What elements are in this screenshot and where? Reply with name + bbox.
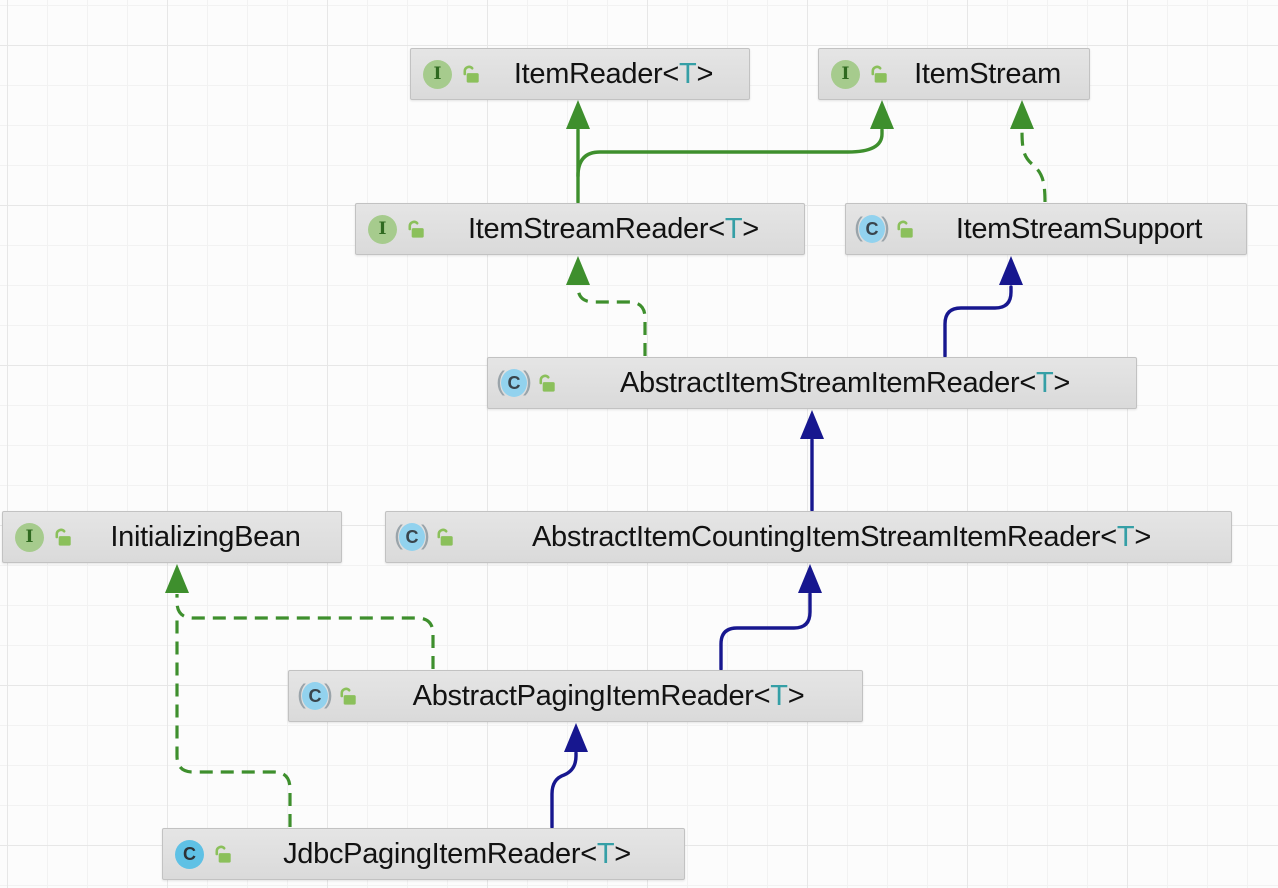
public-lock-icon (460, 64, 481, 85)
implements-edge-abstract-item-stream-item-reader-to-item-stream-reader (566, 256, 647, 356)
abstract-class-icon: (C) (394, 519, 430, 551)
class-name-label: ItemStreamReader<T> (468, 212, 759, 245)
interface-icon: I (831, 59, 860, 89)
class-name-label: ItemStream (914, 57, 1061, 90)
abstract-class-icon: (C) (496, 365, 532, 397)
class-name-label: AbstractPagingItemReader<T> (412, 679, 805, 712)
public-lock-icon (868, 64, 889, 85)
class-node-initializing-bean[interactable]: I InitializingBean (2, 511, 342, 563)
extends-edge-abstract-paging-item-reader-to-abstract-item-counting-item-stream-item-reader (719, 564, 822, 671)
class-name-label: InitializingBean (110, 520, 301, 553)
extends-edge-item-stream-reader-to-item-stream (576, 100, 894, 178)
public-lock-icon (434, 527, 455, 548)
arrowhead (800, 410, 824, 439)
arrowhead (566, 100, 590, 129)
interface-icon: I (423, 59, 452, 89)
public-lock-icon (212, 844, 233, 865)
arrowhead (999, 256, 1023, 285)
implements-edge-jdbc-paging-item-reader-to-initializing-bean (175, 614, 292, 827)
arrowhead (798, 564, 822, 593)
abstract-class-icon: (C) (854, 211, 890, 243)
interface-icon: I (368, 214, 397, 244)
class-node-jdbc-paging-item-reader[interactable]: C JdbcPagingItemReader<T> (162, 828, 685, 880)
arrowhead (870, 100, 894, 129)
class-name-label: JdbcPagingItemReader<T> (283, 837, 631, 870)
class-icon: C (175, 839, 204, 869)
extends-edge-abstract-item-counting-item-stream-item-reader-to-abstract-item-stream-item-reader (800, 410, 824, 512)
class-node-item-stream-reader[interactable]: I ItemStreamReader<T> (355, 203, 805, 255)
class-node-abstract-paging-item-reader[interactable]: (C) AbstractPagingItemReader<T> (288, 670, 863, 722)
class-name-label: ItemReader<T> (513, 57, 714, 90)
public-lock-icon (52, 527, 73, 548)
extends-edge-abstract-item-stream-item-reader-to-item-stream-support (943, 256, 1023, 358)
public-lock-icon (405, 219, 426, 240)
interface-icon: I (15, 522, 44, 552)
class-node-item-stream[interactable]: I ItemStream (818, 48, 1090, 100)
class-node-abstract-item-counting-item-stream-item-reader[interactable]: (C) AbstractItemCountingItemStreamItemRea… (385, 511, 1232, 563)
public-lock-icon (536, 373, 557, 394)
implements-edge-item-stream-support-to-item-stream (1010, 100, 1047, 203)
arrowhead (1010, 100, 1034, 129)
extends-edge-item-stream-reader-to-item-reader (566, 100, 590, 204)
public-lock-icon (337, 686, 358, 707)
implements-edge-abstract-paging-item-reader-to-initializing-bean (165, 564, 435, 669)
class-name-label: ItemStreamSupport (955, 212, 1203, 245)
arrowhead (564, 723, 588, 752)
public-lock-icon (894, 219, 915, 240)
class-name-label: AbstractItemCountingItemStreamItemReader… (532, 520, 1151, 553)
arrowhead (165, 564, 189, 593)
arrowhead (566, 256, 590, 285)
class-node-item-reader[interactable]: I ItemReader<T> (410, 48, 750, 100)
class-node-abstract-item-stream-item-reader[interactable]: (C) AbstractItemStreamItemReader<T> (487, 357, 1137, 409)
class-node-item-stream-support[interactable]: (C) ItemStreamSupport (845, 203, 1247, 255)
class-name-label: AbstractItemStreamItemReader<T> (619, 366, 1071, 399)
extends-edge-jdbc-paging-item-reader-to-abstract-paging-item-reader (550, 723, 588, 829)
abstract-class-icon: (C) (297, 678, 333, 710)
